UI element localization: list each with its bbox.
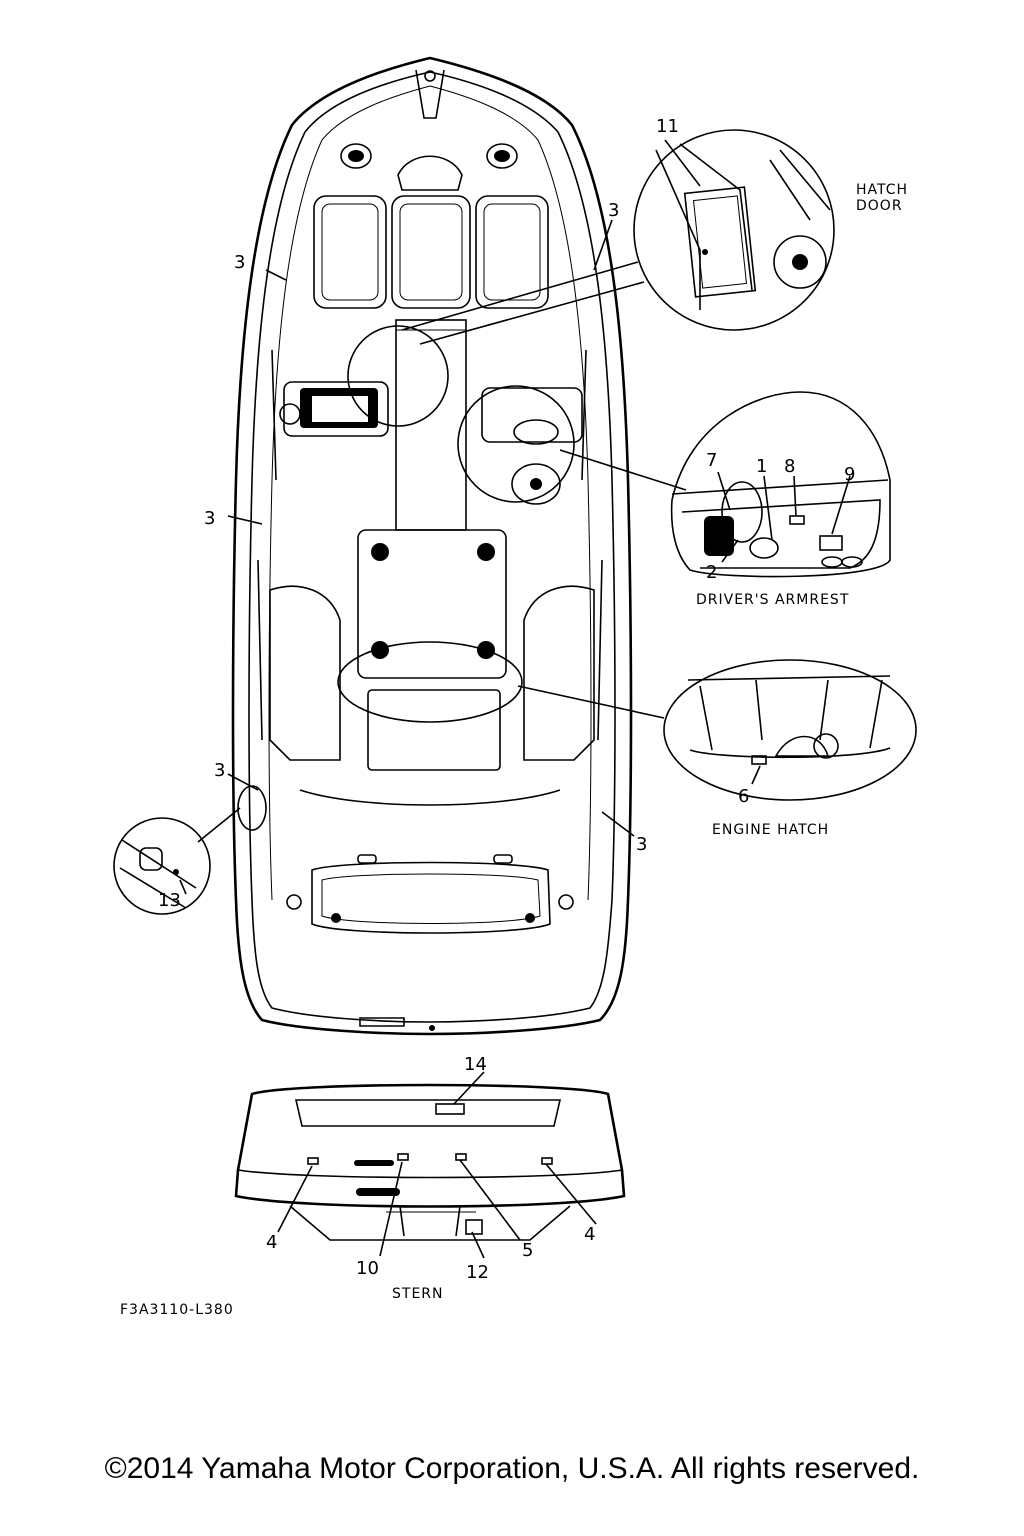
callout-3-aft-port: 3 — [214, 760, 225, 781]
drivers-armrest-detail — [670, 391, 891, 578]
callout-4-starboard: 4 — [584, 1224, 595, 1245]
hatch-door-detail-marker — [347, 325, 449, 427]
callout-8: 8 — [784, 456, 795, 477]
callout-12: 12 — [466, 1262, 489, 1283]
hatch-door-caption-line1: HATCH — [856, 182, 908, 198]
armrest-detail-marker — [457, 385, 575, 503]
callout-3-bow-starboard: 3 — [608, 200, 619, 221]
hatch-door-leader — [419, 281, 645, 345]
boat-hull-top-view — [231, 56, 633, 1036]
callout-1: 1 — [756, 456, 767, 477]
callout-3-bow-port: 3 — [234, 252, 245, 273]
callout-13: 13 — [158, 890, 181, 911]
callout-2: 2 — [706, 562, 717, 583]
callout-10: 10 — [356, 1258, 379, 1279]
callout-4-port: 4 — [266, 1232, 277, 1253]
engine-hatch-leader — [517, 685, 665, 719]
callout-11: 11 — [656, 116, 679, 137]
callout-6: 6 — [738, 786, 749, 807]
figure-code: F3A3110-L380 — [120, 1302, 234, 1318]
hatch-door-detail — [633, 129, 835, 331]
callout-3-aft-starboard: 3 — [636, 834, 647, 855]
side-detail-marker — [237, 785, 267, 831]
hatch-door-caption-line2: DOOR — [856, 198, 903, 214]
drivers-armrest-caption: DRIVER'S ARMREST — [696, 592, 849, 608]
callout-3-mid-port: 3 — [204, 508, 215, 529]
engine-hatch-caption: ENGINE HATCH — [712, 822, 829, 838]
callout-9: 9 — [844, 464, 855, 485]
callout-5: 5 — [522, 1240, 533, 1261]
armrest-leader — [559, 449, 687, 491]
stern-view — [234, 1083, 626, 1241]
stern-caption: STERN — [392, 1286, 443, 1302]
callout-14: 14 — [464, 1054, 487, 1075]
callout-7: 7 — [706, 450, 717, 471]
side-detail — [113, 817, 211, 915]
copyright-notice: ©2014 Yamaha Motor Corporation, U.S.A. A… — [104, 1452, 920, 1485]
engine-hatch-detail-marker — [337, 641, 523, 723]
engine-hatch-detail — [663, 659, 917, 801]
